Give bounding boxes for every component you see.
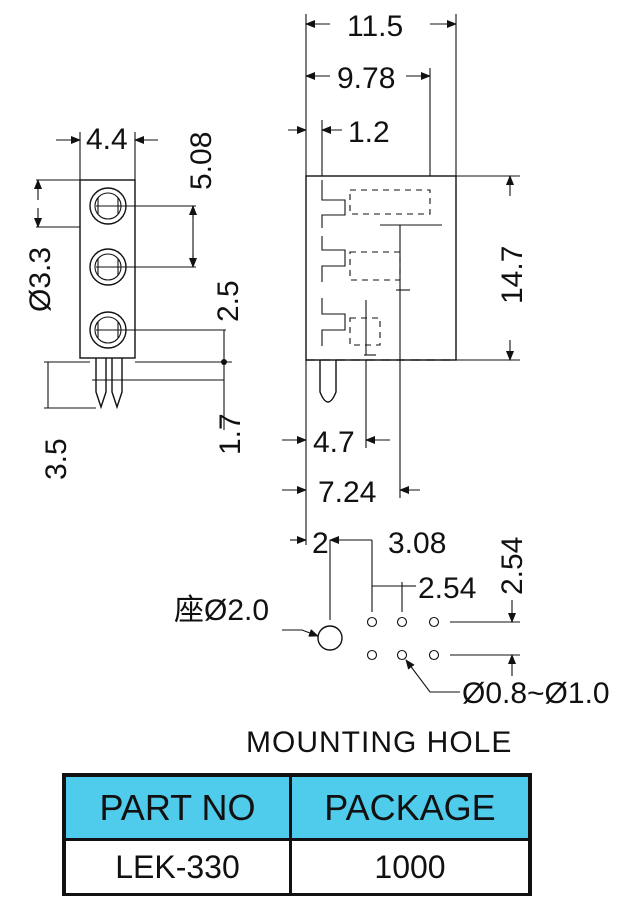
- pin-hole: [396, 649, 408, 661]
- front-pins: [92, 358, 128, 410]
- mounting-hole-title: MOUNTING HOLE: [246, 726, 512, 759]
- dim-14-7: 14.7: [496, 246, 529, 304]
- boss-hole: [317, 625, 343, 651]
- pin-hole: [428, 616, 440, 628]
- dim-hole-2: 2: [312, 527, 329, 560]
- cell-package: 1000: [374, 848, 446, 885]
- label-pin-hole: Ø0.8~Ø1.0: [462, 677, 610, 710]
- side-pin: [319, 360, 337, 403]
- mounting-hole-pattern: 2 3.08 2.54 2.54 座Ø2.0 Ø0.8~Ø1.0 MOUNTIN…: [174, 527, 610, 759]
- dim-3-5: 3.5: [40, 438, 73, 480]
- table-row: LEK-330 1000: [66, 841, 528, 893]
- pin-hole: [366, 616, 378, 628]
- pin-hole: [396, 616, 408, 628]
- header-part-no: PART NO: [66, 777, 292, 838]
- side-body-outline: [305, 175, 457, 361]
- dim-11-5: 11.5: [347, 10, 403, 43]
- dim-4-7: 4.7: [313, 426, 355, 459]
- label-boss-hole: 座Ø2.0: [174, 594, 269, 627]
- part-table: PART NO PACKAGE LEK-330 1000: [62, 773, 532, 896]
- dim-7-24: 7.24: [318, 476, 376, 509]
- pin-hole: [428, 649, 440, 661]
- side-view: 11.5 9.78 1.2 14.7 4.7 7.24: [282, 10, 529, 545]
- dim-1-2: 1.2: [348, 116, 390, 149]
- header-package: PACKAGE: [324, 786, 496, 828]
- dim-4-4: 4.4: [86, 123, 128, 156]
- dim-hole-3-08: 3.08: [388, 527, 446, 560]
- dim-9-78: 9.78: [337, 62, 395, 95]
- led-2: [89, 248, 196, 286]
- dim-led-diameter: Ø3.3: [24, 247, 57, 312]
- dim-2-5: 2.5: [212, 280, 245, 322]
- cell-part-no: LEK-330: [66, 841, 292, 893]
- dim-hole-pitch-x: 2.54: [418, 572, 476, 605]
- front-body-outline: [79, 179, 136, 359]
- led-1: [89, 187, 196, 225]
- dim-hole-pitch-y: 2.54: [496, 537, 529, 595]
- light-pipes: [321, 180, 442, 356]
- table-header-row: PART NO PACKAGE: [66, 777, 528, 841]
- front-view: 4.4 Ø3.3 5.08 2.5 3.5 1.7: [24, 123, 247, 480]
- pin-hole: [366, 649, 378, 661]
- led-3: [89, 311, 226, 349]
- dim-1-7: 1.7: [214, 413, 247, 455]
- dim-5-08: 5.08: [185, 132, 218, 190]
